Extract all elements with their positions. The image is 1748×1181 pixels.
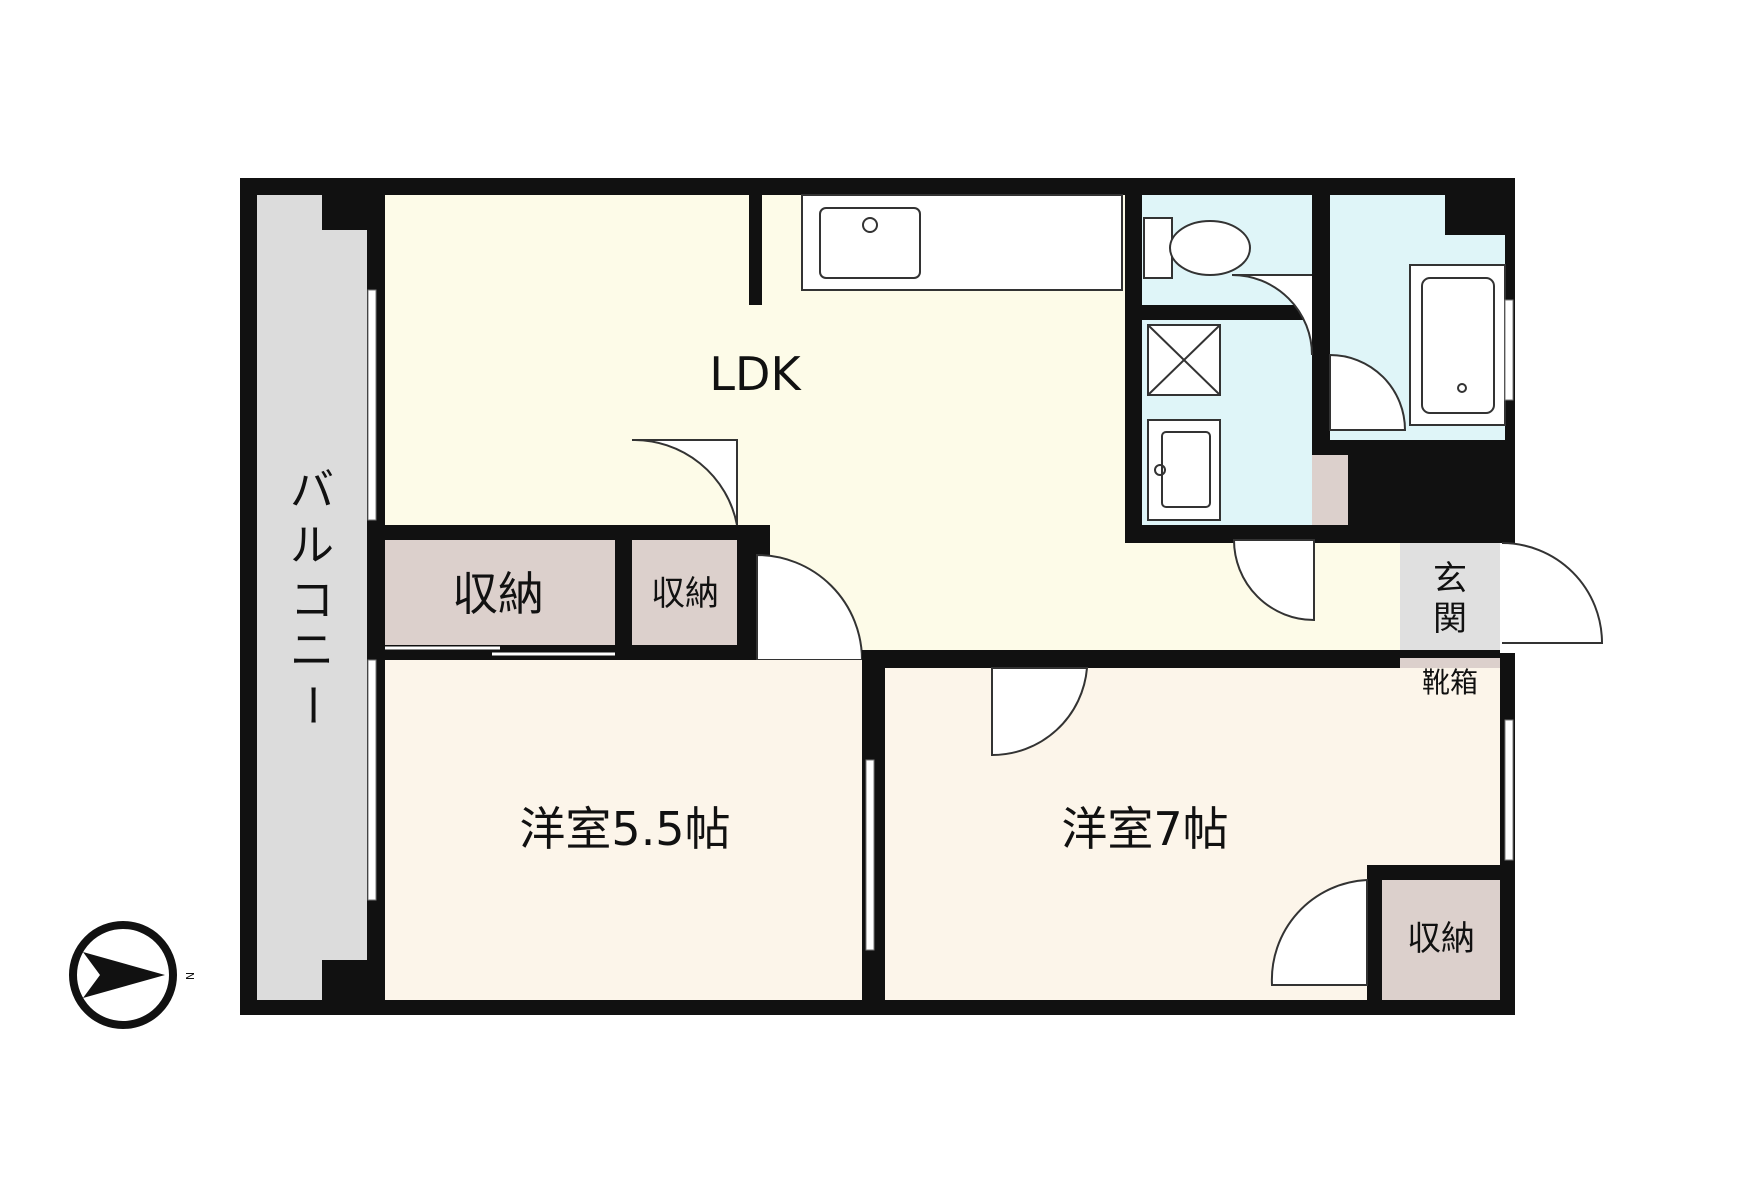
interior-wall bbox=[737, 525, 755, 660]
wall-notch bbox=[1445, 195, 1505, 235]
interior-wall bbox=[749, 195, 762, 305]
entrance-label-1: 玄 bbox=[1433, 559, 1467, 599]
storage-main-label: 収納 bbox=[452, 567, 544, 621]
interior-wall bbox=[1385, 650, 1515, 658]
balcony-char: ル bbox=[290, 520, 334, 571]
balcony-char: コ bbox=[290, 575, 334, 626]
western-room-a-label: 洋室5.5帖 bbox=[519, 802, 730, 856]
compass-arrow-icon bbox=[83, 952, 165, 998]
toilet-bowl-icon bbox=[1169, 220, 1251, 276]
door-swing bbox=[631, 438, 738, 526]
interior-wall bbox=[1312, 440, 1515, 455]
balcony-char: ニ bbox=[290, 625, 334, 676]
interior-wall bbox=[1125, 305, 1315, 320]
compass: N bbox=[69, 921, 196, 1029]
interior-wall bbox=[370, 525, 755, 540]
north-label: N bbox=[183, 972, 196, 980]
faucet-icon bbox=[862, 217, 878, 233]
door-swing bbox=[1329, 353, 1407, 431]
interior-wall bbox=[1367, 865, 1382, 1015]
shoe-box-label: 靴箱 bbox=[1422, 666, 1478, 699]
interior-wall bbox=[615, 525, 632, 660]
storage-bedroom-label: 収納 bbox=[1407, 919, 1475, 959]
entrance-label-2: 関 bbox=[1433, 599, 1467, 639]
drain-icon bbox=[1457, 383, 1467, 393]
balcony-char: ー bbox=[286, 683, 337, 727]
entrance bbox=[1400, 543, 1500, 653]
door-swing bbox=[1231, 274, 1313, 356]
interior-wall bbox=[1125, 195, 1142, 540]
entrance-door-swing bbox=[1501, 542, 1604, 644]
door-swing bbox=[1270, 878, 1368, 986]
interior-wall bbox=[1367, 865, 1515, 880]
wall-notch bbox=[322, 195, 370, 230]
interior-wall bbox=[1312, 195, 1330, 445]
wash-basin-icon bbox=[1161, 431, 1211, 508]
window bbox=[1504, 719, 1514, 861]
washing-machine-pan-icon bbox=[1147, 324, 1221, 396]
interior-wall bbox=[1348, 455, 1515, 525]
interior-wall bbox=[870, 650, 1385, 668]
window bbox=[367, 289, 377, 521]
window bbox=[865, 759, 875, 951]
kitchen-sink-icon bbox=[819, 207, 921, 279]
window bbox=[1504, 299, 1514, 401]
storage-main bbox=[385, 540, 615, 650]
door-swing bbox=[756, 553, 864, 661]
window bbox=[367, 659, 377, 901]
balcony bbox=[257, 195, 367, 1000]
step-area bbox=[1312, 455, 1348, 525]
ldk-label: LDK bbox=[709, 347, 802, 401]
bathtub-icon bbox=[1421, 277, 1495, 414]
storage-small bbox=[632, 540, 737, 645]
western-room-b-label: 洋室7帖 bbox=[1061, 802, 1228, 856]
western-room-a bbox=[385, 660, 865, 1000]
interior-wall bbox=[1125, 525, 1515, 543]
faucet-icon bbox=[1154, 464, 1166, 476]
door-swing bbox=[991, 667, 1089, 757]
storage-small-label: 収納 bbox=[651, 574, 719, 614]
toilet-tank-icon bbox=[1143, 217, 1173, 279]
balcony-char: バ bbox=[290, 465, 334, 516]
balcony-label: バ ル コ ニ ー bbox=[286, 465, 337, 727]
wall-notch bbox=[322, 960, 370, 1000]
door-swing bbox=[1232, 539, 1315, 622]
storage-bedroom bbox=[1382, 880, 1500, 1000]
